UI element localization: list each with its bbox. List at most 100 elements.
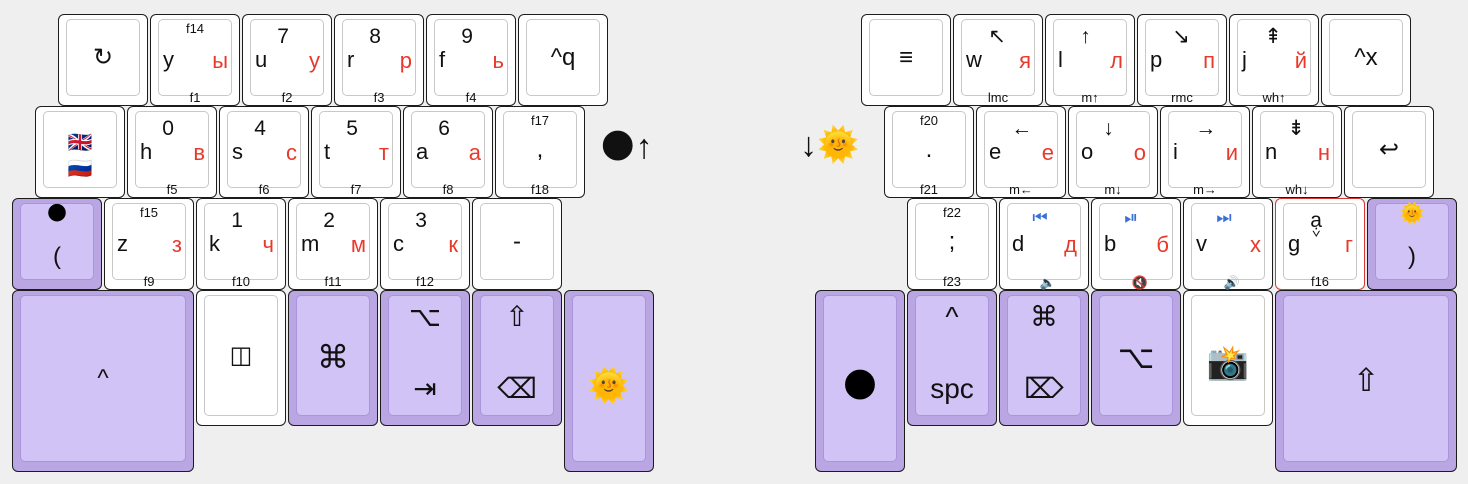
keycap-face bbox=[823, 295, 897, 462]
key-cyrillic-label: к bbox=[448, 231, 458, 257]
key-main-label: j bbox=[1242, 47, 1247, 73]
key-cyrillic-label: ч bbox=[262, 231, 274, 257]
key-cyrillic-label: о bbox=[1133, 139, 1146, 165]
key-center-label: ( bbox=[53, 243, 61, 270]
mute-icon: 🔇 bbox=[1131, 275, 1148, 290]
key-bottom-label: f5 bbox=[166, 182, 178, 197]
key-center-label: . bbox=[925, 136, 933, 163]
key-upper-label: ^ bbox=[945, 301, 959, 332]
key-number-label: ↑ bbox=[1080, 25, 1091, 48]
k-ctrl-q[interactable]: ^q bbox=[518, 14, 608, 106]
key-main-label: f bbox=[439, 47, 446, 73]
k-alt-tab[interactable]: ⌥⇥ bbox=[380, 290, 470, 426]
key-bottom-label: f2 bbox=[281, 90, 293, 105]
key-bottom-label: f8 bbox=[442, 182, 454, 197]
k-ctrl-space[interactable]: ^ spc bbox=[907, 290, 997, 426]
k-alt-right[interactable]: ⌥ bbox=[1091, 290, 1181, 426]
key-cyrillic-label: т bbox=[378, 139, 389, 165]
key-center-label: ^ bbox=[97, 365, 109, 392]
key-bottom-label: f10 bbox=[231, 274, 251, 289]
key-number-label: ⇞ bbox=[1264, 25, 1282, 48]
option-icon: ⌥ bbox=[408, 301, 442, 332]
k-refresh[interactable]: ↻ bbox=[58, 14, 148, 106]
key-lower-label: spc bbox=[930, 373, 974, 404]
k-screenshot[interactable]: 📸 bbox=[1183, 290, 1273, 426]
key-bottom-label: wh↓ bbox=[1285, 182, 1309, 197]
k-shift-bksp[interactable]: ⇧⌫ bbox=[472, 290, 562, 426]
k-lparen[interactable]: (🌑 bbox=[12, 198, 102, 290]
keycap-face bbox=[296, 295, 370, 416]
backspace-icon: ⌫ bbox=[497, 373, 537, 404]
moon-icon: 🌑 bbox=[46, 203, 68, 225]
key-number-label: 0 bbox=[162, 117, 174, 140]
key-number-label: ↓ bbox=[1103, 117, 1114, 140]
k-rparen[interactable]: )🌞 bbox=[1367, 198, 1457, 290]
k-lang[interactable]: 🇬🇧 🇷🇺 bbox=[35, 106, 125, 198]
command-icon: ⌘ bbox=[317, 339, 349, 375]
keycap-face bbox=[572, 295, 646, 462]
refresh-icon: ↻ bbox=[92, 44, 114, 71]
tab-icon: ⇥ bbox=[413, 373, 437, 404]
keycap-face bbox=[250, 19, 324, 96]
k-moon-right[interactable]: 🌑 bbox=[815, 290, 905, 472]
k-ctrl-x[interactable]: ^x bbox=[1321, 14, 1411, 106]
key-main-label: y bbox=[163, 47, 174, 73]
k-menu[interactable]: ≡ bbox=[861, 14, 951, 106]
key-main-label: p bbox=[1150, 47, 1163, 73]
key-cyrillic-label: п bbox=[1203, 47, 1215, 73]
keycap-face bbox=[1260, 111, 1334, 188]
k-cmd-del[interactable]: ⌘⌦ bbox=[999, 290, 1089, 426]
k-dash[interactable]: - bbox=[472, 198, 562, 290]
keycap-face bbox=[1352, 111, 1426, 188]
key-cyrillic-label: ы bbox=[212, 47, 228, 73]
key-main-label: r bbox=[347, 47, 355, 73]
key-number-label: ↖ bbox=[988, 25, 1006, 48]
keycap-face bbox=[915, 203, 989, 280]
key-cyrillic-label: с bbox=[286, 139, 297, 165]
key-bottom-label: f12 bbox=[415, 274, 435, 289]
key-cyrillic-label: л bbox=[1110, 47, 1123, 73]
keycap-face bbox=[20, 203, 94, 280]
k-enter[interactable]: ↩ bbox=[1344, 106, 1434, 198]
previous-track-icon: ⏮ bbox=[1032, 208, 1048, 227]
k-sun-left[interactable]: 🌞 bbox=[564, 290, 654, 472]
k-shift-right[interactable]: ⇧ bbox=[1275, 290, 1457, 472]
key-cyrillic-label: в bbox=[193, 139, 205, 165]
camera-flash-icon: 📸 bbox=[1206, 344, 1250, 382]
mouse-toggle-icon: ◫ bbox=[229, 342, 253, 369]
k-cmd-left[interactable]: ⌘ bbox=[288, 290, 378, 426]
keycap-face bbox=[961, 19, 1035, 96]
key-center-label: ^x bbox=[1354, 44, 1378, 71]
k-ctrl[interactable]: ^ bbox=[12, 290, 194, 472]
moon-up-layer-icon: 🌑↑ bbox=[600, 128, 653, 166]
key-bottom-label: lmc bbox=[987, 90, 1009, 105]
k-mouse[interactable]: ◫ bbox=[196, 290, 286, 426]
